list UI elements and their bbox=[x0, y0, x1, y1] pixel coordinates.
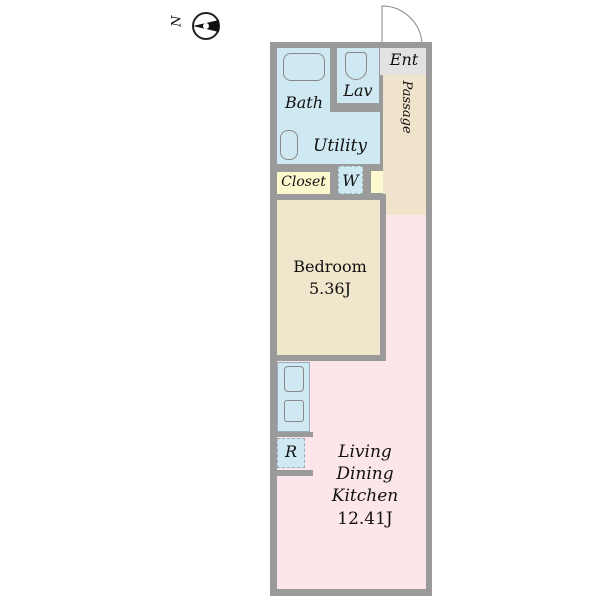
ldk-label-living: Living bbox=[338, 442, 392, 462]
passage-room bbox=[383, 75, 426, 215]
washer-space bbox=[338, 166, 363, 194]
ldk-label-kitchen: Kitchen bbox=[331, 486, 399, 506]
kitchen-counter bbox=[277, 362, 310, 432]
closet bbox=[277, 172, 330, 196]
ldk-label-dining: Dining bbox=[336, 464, 394, 484]
refrigerator-label: R bbox=[284, 442, 298, 461]
bath-label: Bath bbox=[284, 93, 324, 112]
washbasin-icon bbox=[280, 130, 298, 160]
refrigerator bbox=[277, 438, 305, 468]
bedroom-side-wall bbox=[380, 196, 386, 361]
entrance-room bbox=[380, 48, 426, 75]
closet-label: Closet bbox=[281, 174, 326, 190]
toilet-icon bbox=[345, 52, 367, 80]
sink-icon bbox=[284, 366, 304, 392]
bedroom-label: Bedroom bbox=[293, 257, 367, 276]
compass-icon bbox=[192, 12, 220, 40]
washer-label: W bbox=[342, 171, 359, 190]
bedroom-size: 5.36J bbox=[308, 279, 352, 298]
lav-label: Lav bbox=[343, 81, 373, 100]
bathtub-icon bbox=[283, 53, 325, 81]
shoe-cabinet bbox=[371, 171, 383, 193]
closet-wall bbox=[277, 194, 386, 200]
entrance-label: Ent bbox=[389, 50, 419, 69]
refrigerator-wall bbox=[277, 470, 313, 476]
ldk-size: 12.41J bbox=[337, 509, 393, 529]
passage-label: Passage bbox=[399, 80, 415, 134]
bedroom-room bbox=[277, 200, 380, 355]
stove-icon bbox=[284, 400, 304, 422]
bedroom-wall bbox=[277, 355, 386, 361]
utility-label: Utility bbox=[313, 136, 367, 156]
compass bbox=[190, 10, 222, 42]
kitchen-wall bbox=[277, 432, 313, 437]
north-label: N bbox=[169, 15, 185, 27]
entrance-door-icon bbox=[381, 5, 423, 45]
